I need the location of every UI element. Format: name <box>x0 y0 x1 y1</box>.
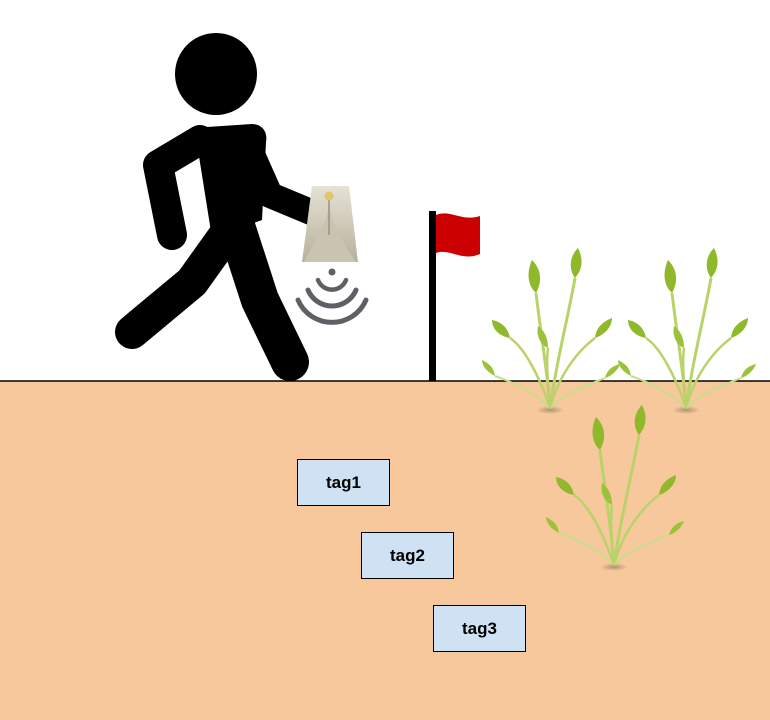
rfid-reader-icon <box>302 186 358 262</box>
walking-person-icon <box>115 33 331 381</box>
marker-flag-icon <box>429 211 480 381</box>
buried-tag-2: tag2 <box>361 532 454 579</box>
signal-waves-icon <box>295 268 369 325</box>
buried-tag-1: tag1 <box>297 459 390 506</box>
buried-tag-3: tag3 <box>433 605 526 652</box>
